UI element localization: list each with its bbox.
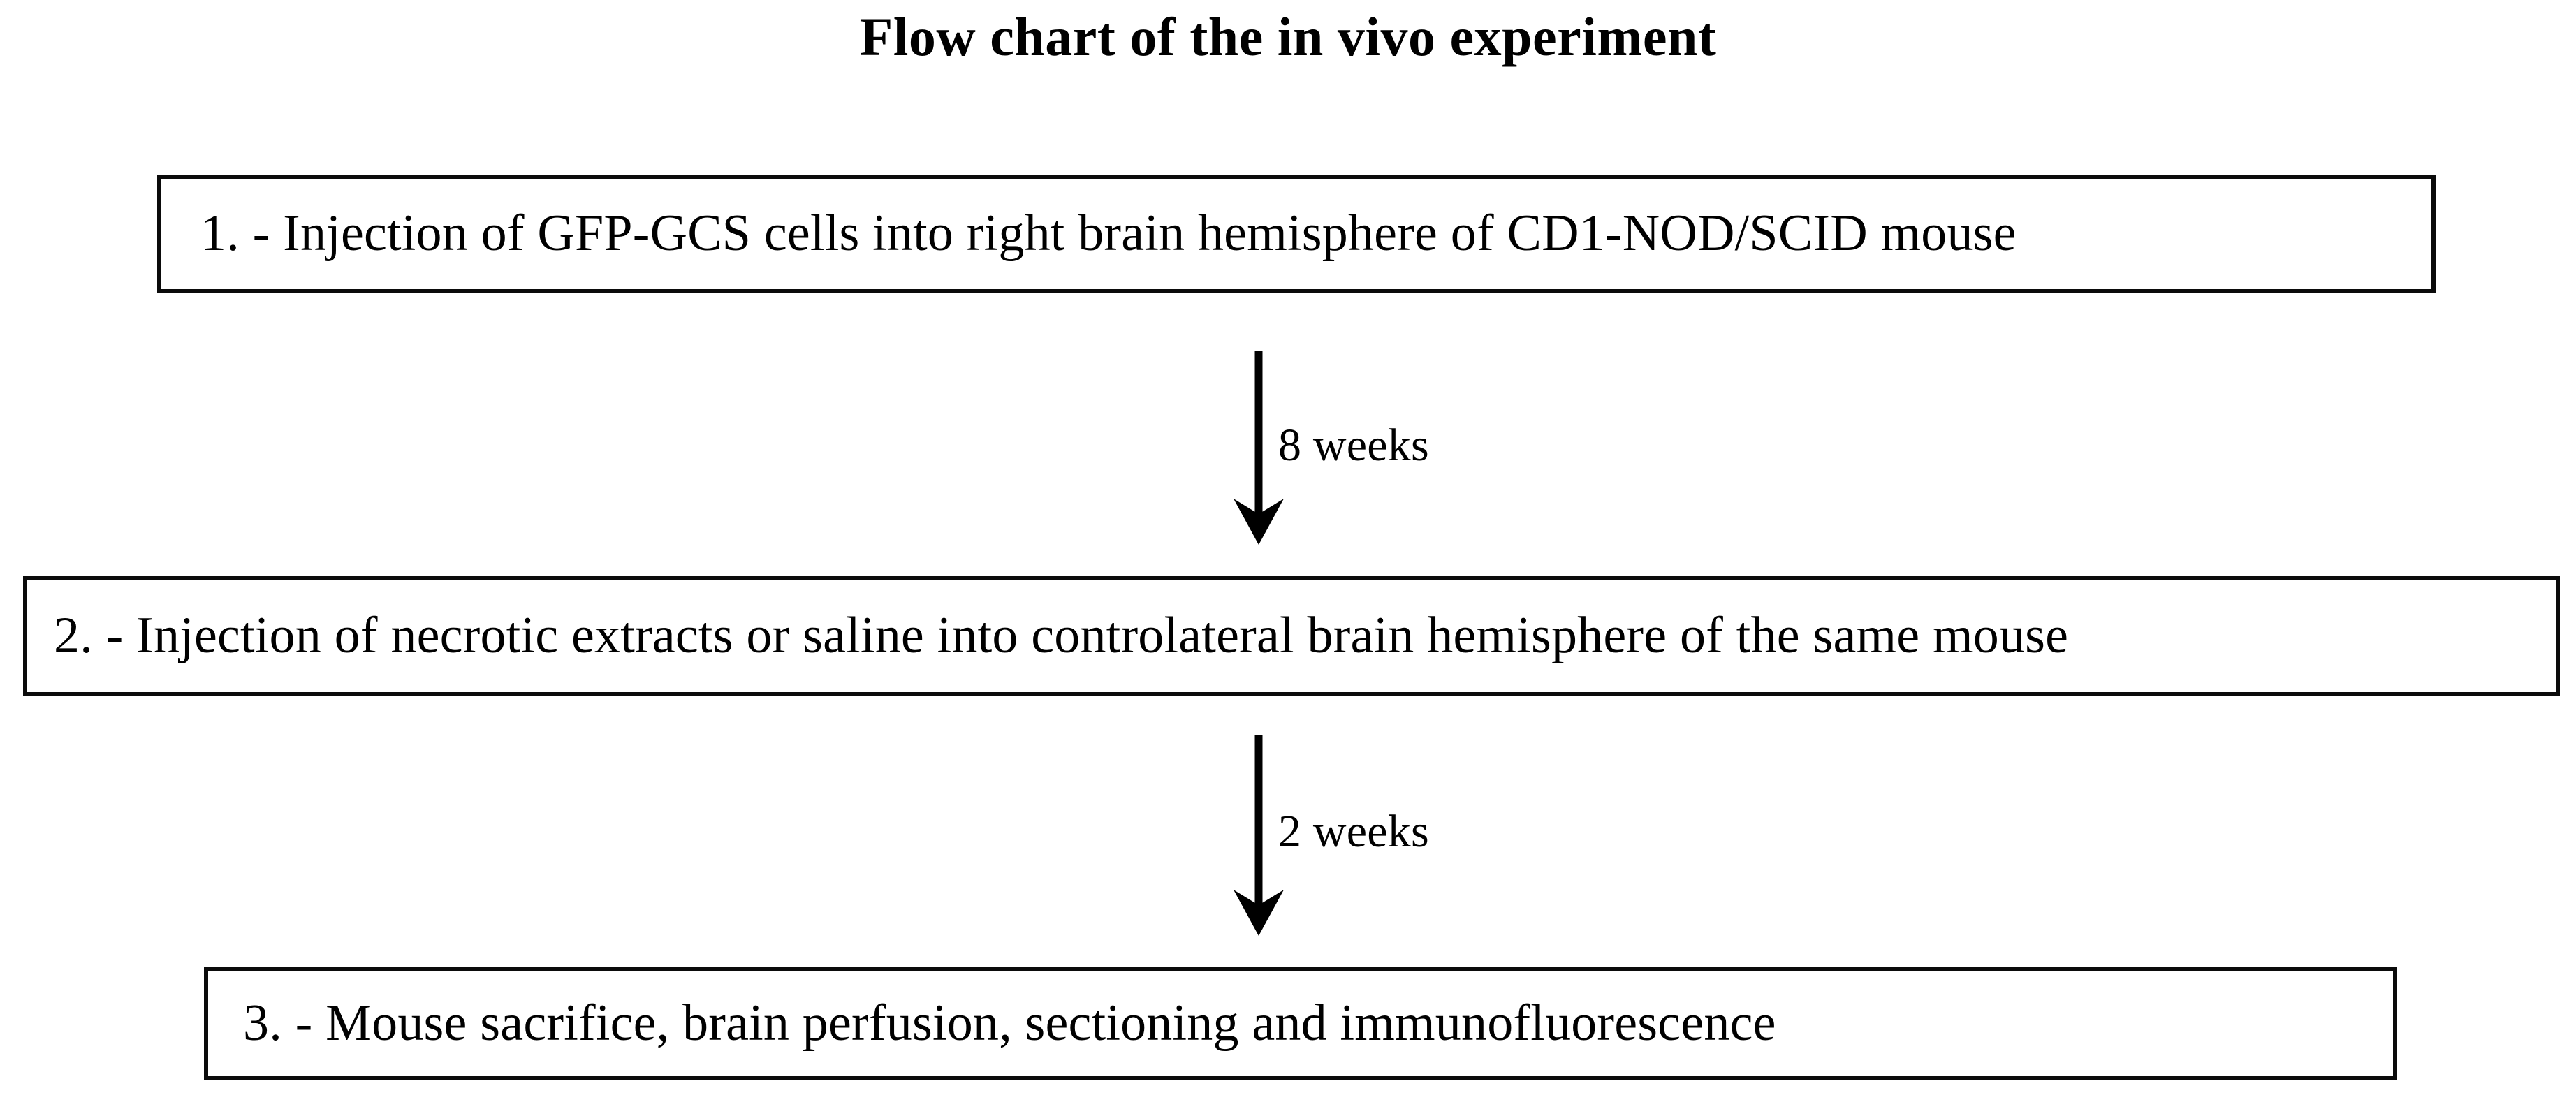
- flowchart-step-2-label: 2. - Injection of necrotic extracts or s…: [54, 607, 2069, 665]
- flowchart-step-1-label: 1. - Injection of GFP-GCS cells into rig…: [200, 205, 2017, 263]
- flowchart-step-3-box: 3. - Mouse sacrifice, brain perfusion, s…: [204, 967, 2397, 1080]
- flowchart-step-1-box: 1. - Injection of GFP-GCS cells into rig…: [157, 175, 2436, 293]
- arrow-down-icon-1: [1210, 349, 1322, 546]
- flowchart-step-2-box: 2. - Injection of necrotic extracts or s…: [23, 576, 2560, 696]
- flowchart-step-3-label: 3. - Mouse sacrifice, brain perfusion, s…: [243, 994, 1776, 1052]
- arrow-2-duration-label: 2 weeks: [1278, 806, 1429, 857]
- arrow-down-icon-2: [1210, 733, 1322, 937]
- page-title: Flow chart of the in vivo experiment: [859, 6, 1717, 67]
- arrow-1-duration-label: 8 weeks: [1278, 420, 1429, 471]
